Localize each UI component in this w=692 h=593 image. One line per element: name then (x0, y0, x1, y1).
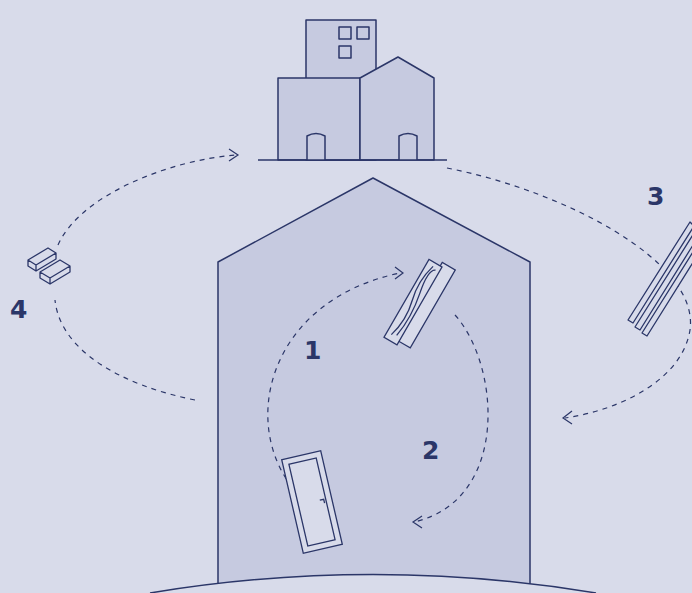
outer-loop (58, 155, 236, 245)
arrow-head (229, 149, 238, 161)
door-panel (282, 451, 343, 554)
city-buildings (278, 20, 434, 160)
stick (642, 244, 692, 336)
outer-loop (55, 300, 195, 400)
wood-planks (384, 256, 455, 351)
window (339, 27, 351, 39)
timber-sticks (628, 222, 692, 336)
callout-number: 3 (647, 184, 664, 209)
inner-loop (268, 273, 400, 487)
stick (635, 233, 692, 330)
gable-building (360, 57, 434, 160)
callout-number: 2 (422, 438, 439, 463)
house-outline (218, 178, 530, 593)
door-inner (289, 458, 335, 546)
ground-line (150, 575, 596, 593)
plank (384, 259, 442, 344)
inner-loop (414, 315, 488, 522)
street-line (258, 159, 447, 161)
low-building (278, 78, 360, 160)
loops (55, 149, 691, 528)
arrow-head (395, 267, 403, 279)
door (307, 134, 325, 161)
arrow-head (413, 516, 422, 528)
arrow-head (563, 411, 572, 424)
outer-loop (447, 168, 691, 418)
wood-grain (390, 265, 437, 338)
window (339, 46, 351, 58)
window (357, 27, 369, 39)
door-frame (282, 451, 343, 554)
door (399, 134, 417, 161)
callout-number: 1 (304, 338, 321, 363)
ground-fill (150, 575, 596, 593)
bricks (28, 248, 70, 284)
brick (40, 260, 70, 284)
door-handle (320, 499, 325, 504)
callout-number: 4 (10, 297, 27, 322)
